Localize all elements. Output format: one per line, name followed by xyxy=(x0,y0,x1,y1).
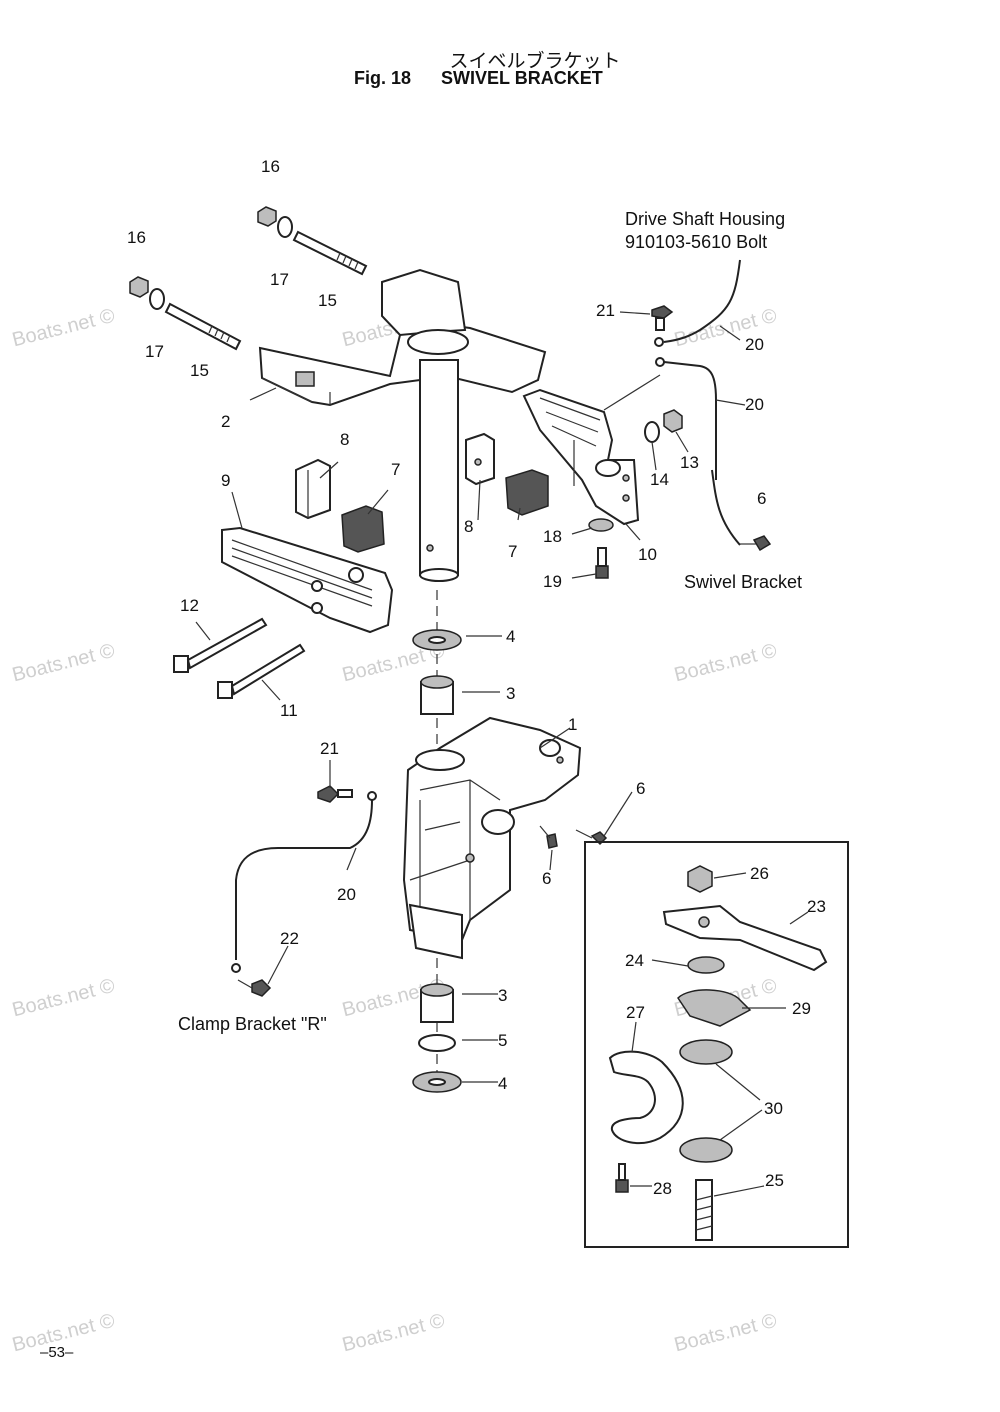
callout-1: 1 xyxy=(568,715,578,734)
steering-shaft xyxy=(419,359,459,582)
washer-17-lower xyxy=(149,288,165,310)
callout-15: 15 xyxy=(190,361,209,380)
bushing-3-upper xyxy=(420,675,454,715)
callout-29: 29 xyxy=(792,999,811,1018)
drive-shaft-housing-note: Drive Shaft Housing 910103-5610 Bolt xyxy=(625,208,785,255)
figure-number: Fig. 18 xyxy=(354,68,412,88)
callout-26: 26 xyxy=(750,864,769,883)
callout-17: 17 xyxy=(145,342,164,361)
callout-8: 8 xyxy=(464,517,474,536)
callout-5: 5 xyxy=(498,1031,508,1050)
callout-13: 13 xyxy=(680,453,699,472)
callout-25: 25 xyxy=(765,1171,784,1190)
nut-16-lower xyxy=(129,276,149,298)
washer-14 xyxy=(644,421,660,443)
bolt-12 xyxy=(173,617,268,673)
callout-30: 30 xyxy=(764,1099,783,1118)
leader-line xyxy=(603,374,661,411)
block-8-left xyxy=(295,458,331,520)
callout-19: 19 xyxy=(543,572,562,591)
callout-16: 16 xyxy=(261,157,280,176)
callout-18: 18 xyxy=(543,527,562,546)
callout-8: 8 xyxy=(340,430,350,449)
callout-15: 15 xyxy=(318,291,337,310)
drive-shaft-note-line1: Drive Shaft Housing xyxy=(625,209,786,229)
swivel-bracket-note: Swivel Bracket xyxy=(684,572,803,592)
figure-title: SWIVEL BRACKET xyxy=(441,68,603,88)
nut-13 xyxy=(663,409,683,433)
nut-26 xyxy=(687,865,713,893)
callout-28: 28 xyxy=(653,1179,672,1198)
bracket-27 xyxy=(608,1050,684,1145)
callout-10: 10 xyxy=(638,545,657,564)
callout-21: 21 xyxy=(596,301,615,320)
tilt-bracket-10 xyxy=(522,388,640,526)
block-8-right xyxy=(465,432,495,486)
callout-17: 17 xyxy=(270,270,289,289)
bolt-21-lower xyxy=(317,785,353,803)
oring-5 xyxy=(418,1034,456,1052)
washer-30-lower xyxy=(679,1137,733,1163)
callout-2: 2 xyxy=(221,412,231,431)
callout-4: 4 xyxy=(498,1074,508,1093)
callout-22: 22 xyxy=(280,929,299,948)
bolt-28 xyxy=(615,1163,629,1193)
callout-21: 21 xyxy=(320,739,339,758)
pad-7-left xyxy=(341,505,385,553)
ground-wire-20-top xyxy=(654,259,741,347)
pad-7-right xyxy=(505,469,549,516)
bolt-22 xyxy=(237,979,272,997)
callout-14: 14 xyxy=(650,470,669,489)
callout-7: 7 xyxy=(391,460,401,479)
drive-shaft-note-line2: 910103-5610 Bolt xyxy=(625,232,768,253)
callout-6: 6 xyxy=(757,489,767,508)
callout-27: 27 xyxy=(626,1003,645,1022)
washer-18 xyxy=(588,518,614,532)
bolt-6-lower xyxy=(539,825,558,849)
ground-wire-20-mid xyxy=(655,357,741,546)
callout-20: 20 xyxy=(337,885,356,904)
callout-12: 12 xyxy=(180,596,199,615)
plate-29 xyxy=(677,989,752,1027)
callout-11: 11 xyxy=(280,701,298,720)
callout-4: 4 xyxy=(506,627,516,646)
callout-6: 6 xyxy=(636,779,646,798)
bolt-6-upper xyxy=(740,535,772,552)
swivel-bracket-body-1 xyxy=(402,716,582,960)
nut-16-upper xyxy=(257,206,277,227)
page-number: –53– xyxy=(40,1344,74,1361)
clamp-bracket-note: Clamp Bracket "R" xyxy=(178,1014,327,1034)
lever-23 xyxy=(662,904,828,972)
callout-leader-lines xyxy=(195,311,809,1197)
figure-heading: Fig. 18 SWIVEL BRACKET xyxy=(354,68,603,89)
callout-20: 20 xyxy=(745,335,764,354)
detail-inset-box xyxy=(584,841,849,1248)
ground-wire-20-left xyxy=(231,791,377,973)
washer-24 xyxy=(687,956,725,974)
stud-15-upper xyxy=(292,230,368,276)
callout-16: 16 xyxy=(127,228,146,247)
title-japanese: スイベルブラケット xyxy=(449,50,621,72)
bolt-21-upper xyxy=(651,305,674,331)
callout-6: 6 xyxy=(542,869,552,888)
bolt-11 xyxy=(217,643,306,699)
bolt-19 xyxy=(595,547,609,579)
callout-23: 23 xyxy=(807,897,826,916)
washer-30-upper xyxy=(679,1039,733,1065)
side-plate-9 xyxy=(221,526,394,634)
bushing-3-lower xyxy=(420,983,454,1023)
callout-7: 7 xyxy=(508,542,518,561)
callout-9: 9 xyxy=(221,471,231,490)
stud-15-lower xyxy=(164,302,242,351)
callout-20: 20 xyxy=(745,395,764,414)
callout-24: 24 xyxy=(625,951,644,970)
washer-17-upper xyxy=(277,216,293,238)
callout-3: 3 xyxy=(506,684,516,703)
callout-3: 3 xyxy=(498,986,508,1005)
screw-25 xyxy=(695,1179,713,1241)
bracket-arm-2 xyxy=(258,268,547,407)
